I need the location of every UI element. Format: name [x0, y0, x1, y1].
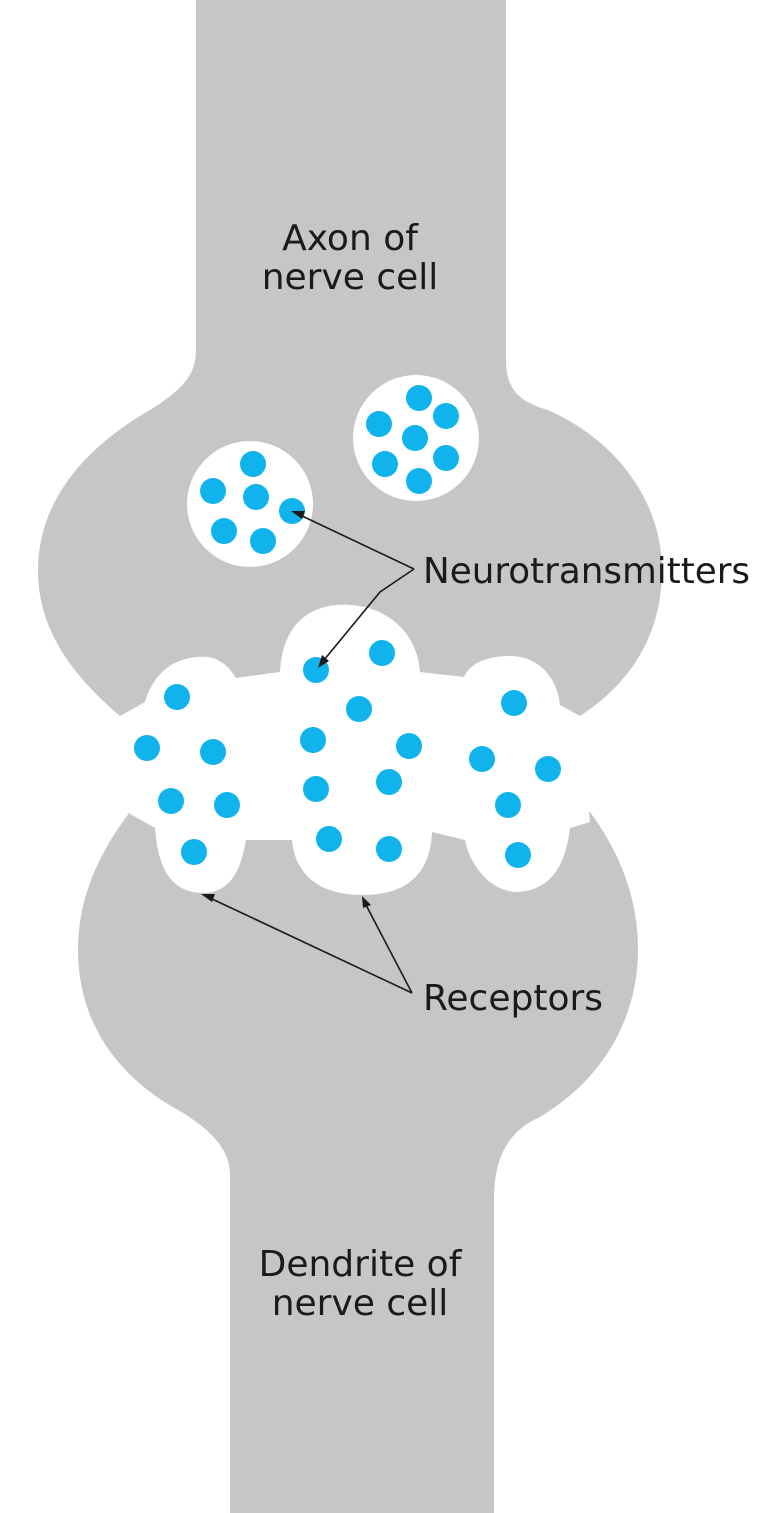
- neurotransmitter-dot: [134, 735, 160, 761]
- neurotransmitter-dot: [243, 484, 269, 510]
- neurotransmitter-dot: [200, 739, 226, 765]
- neurotransmitter-dot: [396, 733, 422, 759]
- neurotransmitter-dot: [406, 385, 432, 411]
- axon-label-line1: Axon of: [282, 218, 419, 259]
- neurotransmitter-dot: [346, 696, 372, 722]
- dendrite-terminal: [78, 812, 638, 1513]
- pointer-line: [209, 897, 413, 994]
- dendrite-label-line2: nerve cell: [272, 1283, 449, 1324]
- pointer-line: [365, 904, 413, 994]
- neurotransmitter-dot: [240, 451, 266, 477]
- neurotransmitter-dot: [366, 411, 392, 437]
- synaptic-cleft: [120, 604, 590, 895]
- neurotransmitter-dot: [501, 690, 527, 716]
- neurotransmitter-dot: [376, 769, 402, 795]
- vesicle-right-neurotransmitters: [366, 385, 459, 494]
- neurotransmitter-dot: [164, 684, 190, 710]
- neurotransmitter-dot: [316, 826, 342, 852]
- dendrite-label-line1: Dendrite of: [259, 1244, 463, 1285]
- neurotransmitters-label: Neurotransmitters: [423, 551, 750, 592]
- neurotransmitter-dot: [433, 403, 459, 429]
- arrowhead: [201, 894, 215, 902]
- axon-terminal: [38, 0, 662, 716]
- neurotransmitter-dot: [376, 836, 402, 862]
- neurotransmitter-dot: [469, 746, 495, 772]
- receptors-label: Receptors: [423, 978, 603, 1019]
- arrowhead: [291, 511, 305, 519]
- neurotransmitter-dot: [303, 776, 329, 802]
- neurotransmitter-dot: [200, 478, 226, 504]
- neurotransmitter-dot: [369, 640, 395, 666]
- arrowhead: [362, 896, 371, 908]
- neurotransmitter-dot: [372, 451, 398, 477]
- pointer-line: [323, 568, 415, 661]
- neurotransmitter-dot: [495, 792, 521, 818]
- pointer-line: [299, 514, 415, 570]
- arrowhead: [318, 655, 329, 668]
- neurotransmitter-dot: [250, 528, 276, 554]
- neurotransmitter-dot: [300, 727, 326, 753]
- receptors-pointers: [201, 894, 413, 994]
- neurotransmitter-dot: [433, 445, 459, 471]
- neurotransmitter-dot: [181, 839, 207, 865]
- neurotransmitter-dot: [214, 792, 240, 818]
- neurotransmitter-dot: [505, 842, 531, 868]
- cleft-neurotransmitters: [134, 640, 561, 868]
- axon-label-line2: nerve cell: [262, 257, 439, 298]
- neurotransmitter-dot: [402, 425, 428, 451]
- neurotransmitters-pointers: [291, 511, 415, 668]
- neurotransmitter-dot: [535, 756, 561, 782]
- neurotransmitter-dot: [158, 788, 184, 814]
- neurotransmitter-dot: [211, 518, 237, 544]
- neurotransmitter-dot: [406, 468, 432, 494]
